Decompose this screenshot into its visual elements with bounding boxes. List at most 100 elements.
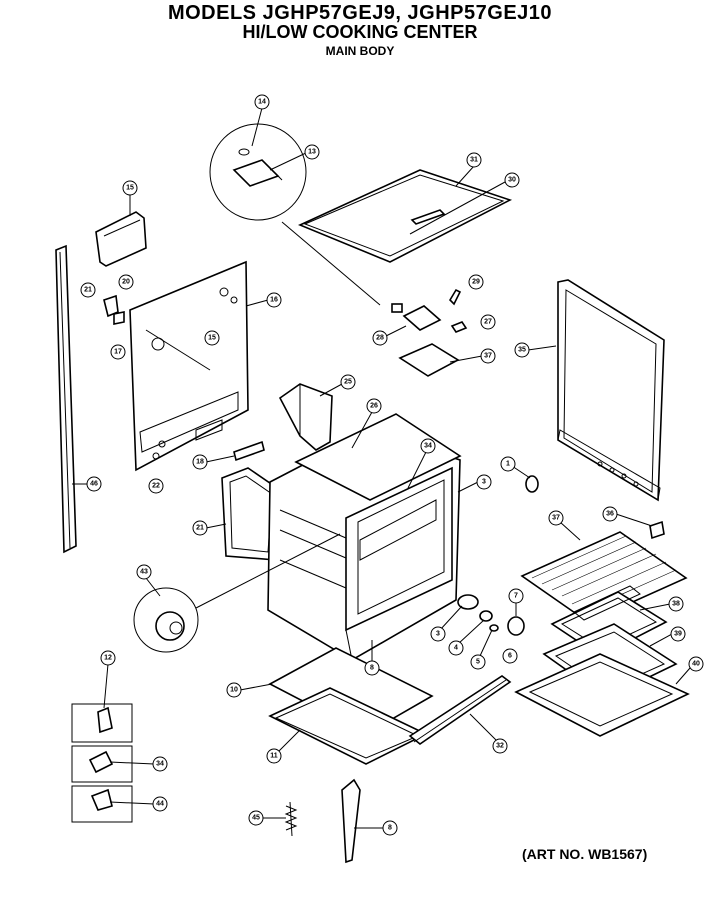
callout-11: 11 — [266, 729, 301, 764]
svg-text:43: 43 — [140, 569, 148, 576]
oven-rack-37 — [520, 531, 688, 623]
drawer-frame-40 — [514, 653, 690, 737]
svg-text:13: 13 — [308, 149, 316, 156]
callout-1: 1 — [500, 456, 531, 479]
svg-text:15: 15 — [208, 335, 216, 342]
clip-8 — [341, 778, 361, 864]
models-title: MODELS JGHP57GEJ9, JGHP57GEJ10 — [167, 2, 553, 24]
callout-29: 29 — [468, 274, 484, 290]
callout-21b: 21 — [192, 520, 227, 536]
callout-13: 13 — [269, 144, 320, 171]
svg-text:44: 44 — [156, 801, 164, 808]
svg-text:39: 39 — [674, 631, 682, 638]
flue-duct-25 — [278, 383, 333, 451]
callout-34b: 34 — [109, 756, 168, 772]
svg-text:15: 15 — [126, 185, 134, 192]
svg-text:30: 30 — [508, 177, 516, 184]
svg-text:16: 16 — [270, 297, 278, 304]
art-number: (ART NO. WB1567) — [522, 846, 648, 862]
svg-text:32: 32 — [496, 743, 504, 750]
spring-45 — [284, 801, 298, 837]
callout-4: 4 — [448, 619, 485, 656]
callout-6: 6 — [502, 648, 518, 664]
svg-text:38: 38 — [672, 601, 680, 608]
side-panel-35 — [557, 279, 665, 502]
svg-text:8: 8 — [370, 665, 374, 672]
svg-text:25: 25 — [344, 379, 352, 386]
svg-text:18: 18 — [196, 459, 204, 466]
bracket-18 — [233, 440, 265, 462]
callout-40: 40 — [675, 656, 704, 685]
svg-text:27: 27 — [484, 319, 492, 326]
knobs — [457, 475, 665, 636]
callout-31: 31 — [455, 152, 482, 187]
callout-17: 17 — [110, 344, 126, 360]
svg-text:37: 37 — [552, 515, 560, 522]
callout-44: 44 — [109, 796, 168, 812]
svg-text:6: 6 — [508, 653, 512, 660]
callout-10: 10 — [226, 682, 273, 698]
svg-text:36: 36 — [606, 511, 614, 518]
callout-37a: 37 — [449, 348, 496, 364]
svg-text:46: 46 — [90, 481, 98, 488]
svg-text:20: 20 — [122, 279, 130, 286]
valve-parts-28-29-27 — [391, 288, 468, 377]
cooktop-panel — [297, 169, 513, 263]
callout-28: 28 — [372, 325, 407, 346]
svg-text:1: 1 — [506, 461, 510, 468]
small-clips-20-21-17 — [103, 294, 125, 325]
callout-3a: 3 — [457, 474, 492, 493]
svg-text:21: 21 — [84, 287, 92, 294]
callout-38: 38 — [639, 596, 684, 612]
svg-text:29: 29 — [472, 279, 480, 286]
svg-text:34: 34 — [156, 761, 164, 768]
callout-8a: 8 — [364, 640, 380, 676]
rail-32 — [408, 675, 512, 745]
callout-20: 20 — [118, 274, 134, 290]
detail-circle-top — [209, 123, 381, 306]
callout-25: 25 — [319, 374, 356, 397]
svg-text:3: 3 — [436, 631, 440, 638]
callout-3b: 3 — [430, 605, 463, 642]
svg-text:31: 31 — [470, 157, 478, 164]
callout-34: 34 — [407, 438, 436, 489]
callout-35: 35 — [514, 342, 557, 358]
svg-text:11: 11 — [270, 753, 278, 760]
callout-36: 36 — [602, 506, 653, 527]
oven-body — [267, 413, 462, 661]
callout-43: 43 — [136, 564, 161, 597]
svg-text:21: 21 — [196, 525, 204, 532]
callout-26: 26 — [351, 398, 382, 449]
svg-text:28: 28 — [376, 335, 384, 342]
callout-18: 18 — [192, 454, 235, 470]
section-title: MAIN BODY — [325, 44, 395, 58]
callout-14: 14 — [251, 94, 270, 147]
svg-text:26: 26 — [370, 403, 378, 410]
svg-text:40: 40 — [692, 661, 700, 668]
side-strip-46 — [55, 244, 77, 554]
svg-text:35: 35 — [518, 347, 526, 354]
callout-32: 32 — [469, 713, 508, 754]
svg-text:4: 4 — [454, 645, 458, 652]
callout-16: 16 — [245, 292, 282, 308]
callout-15a: 15 — [122, 180, 138, 216]
svg-text:3: 3 — [482, 479, 486, 486]
callout-8b: 8 — [354, 820, 398, 836]
svg-text:22: 22 — [152, 483, 160, 490]
callout-30: 30 — [504, 172, 520, 188]
detail-circle-43 — [133, 533, 341, 653]
bracket-15 — [95, 211, 147, 267]
callout-22: 22 — [148, 478, 164, 494]
callout-45: 45 — [248, 810, 286, 826]
callout-12: 12 — [100, 650, 116, 709]
svg-text:17: 17 — [114, 349, 122, 356]
svg-text:14: 14 — [258, 99, 266, 106]
svg-text:5: 5 — [476, 659, 480, 666]
callout-39: 39 — [649, 626, 686, 647]
callout-37b: 37 — [548, 510, 581, 541]
callout-15b: 15 — [204, 330, 220, 346]
svg-text:8: 8 — [388, 825, 392, 832]
svg-text:34: 34 — [424, 443, 432, 450]
back-panel-16 — [129, 260, 249, 472]
